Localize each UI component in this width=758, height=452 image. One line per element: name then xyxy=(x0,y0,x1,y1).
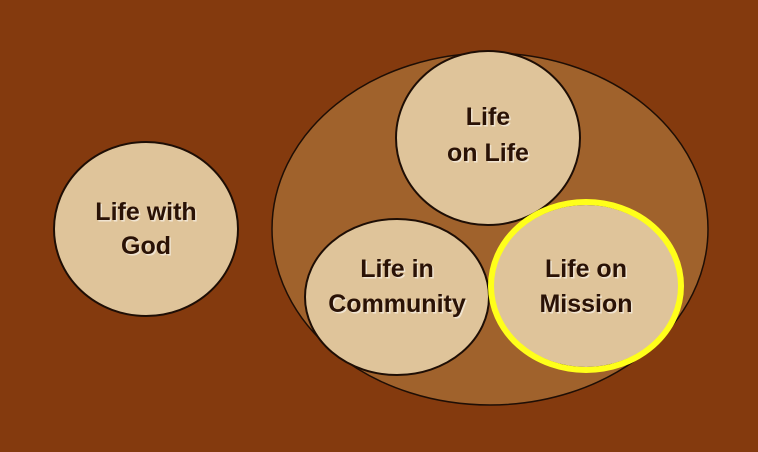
label-life-in-community-line1: Life in xyxy=(360,255,434,283)
label-life-with-god-line1-shadow: Life with xyxy=(97,200,198,228)
highlight-ring-life-on-mission xyxy=(488,199,684,373)
label-life-with-god-line2-shadow: God xyxy=(123,234,173,262)
label-life-with-god-line1: Life with xyxy=(95,198,196,226)
node-life-in-community: Life in Life in Community Community xyxy=(304,218,490,376)
label-life-on-life-line1-shadow: Life xyxy=(467,105,512,133)
label-life-on-life-line1: Life xyxy=(466,103,511,131)
label-life-on-life-line2: on Life xyxy=(447,139,529,167)
label-life-in-community-line2: Community xyxy=(328,290,466,318)
label-life-on-life-line2-shadow: on Life xyxy=(449,141,531,169)
node-life-on-mission: Life on Life on Mission Mission xyxy=(488,199,684,373)
label-life-in-community-line1-shadow: Life in xyxy=(362,257,436,285)
node-life-with-god: Life with Life with God God xyxy=(53,141,239,317)
node-life-on-life: Life Life on Life on Life xyxy=(395,50,581,226)
label-life-on-mission-line2-shadow: Mission xyxy=(541,292,634,320)
label-life-on-mission-line1: Life on xyxy=(545,255,627,283)
circle-life-on-life xyxy=(395,50,581,226)
label-life-in-community-line2-shadow: Community xyxy=(330,292,468,320)
label-life-on-mission-line2: Mission xyxy=(539,290,632,318)
label-life-with-god-line2: God xyxy=(121,232,171,260)
circle-life-with-god xyxy=(53,141,239,317)
label-life-on-mission-line1-shadow: Life on xyxy=(547,257,629,285)
